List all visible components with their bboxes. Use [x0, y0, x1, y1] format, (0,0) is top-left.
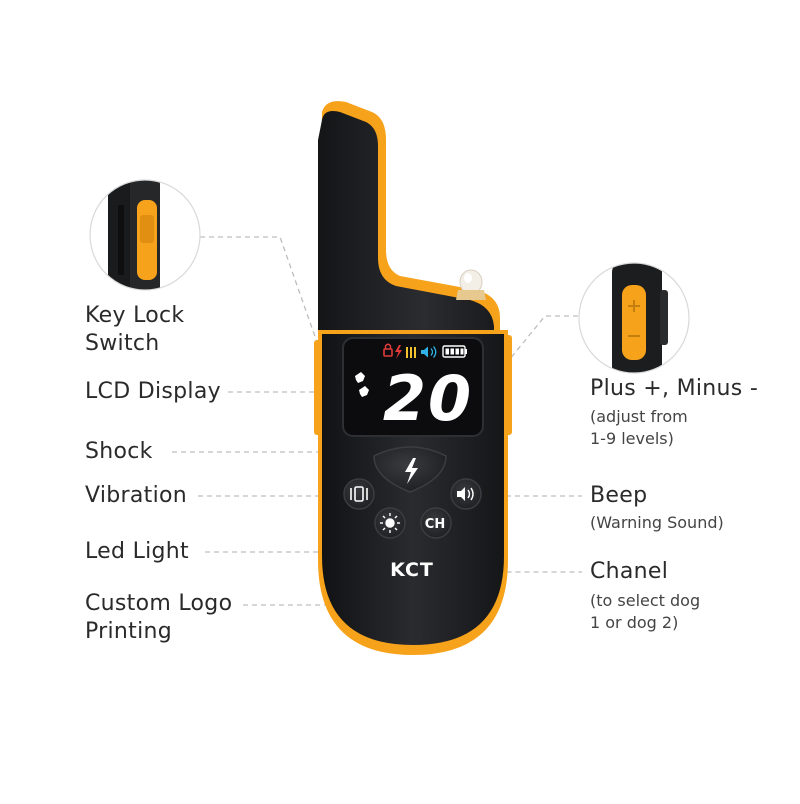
channel-label: Chanel [590, 559, 669, 584]
vibration-button[interactable] [343, 478, 375, 510]
beep-icon [457, 487, 474, 501]
beep-button[interactable] [450, 478, 482, 510]
speaker-icon [421, 346, 437, 358]
bolt-icon [395, 345, 402, 359]
led-light-label: Led Light [85, 539, 189, 564]
battery-icon [442, 345, 467, 358]
lcd-display-label: LCD Display [85, 379, 221, 404]
channel-sub-2: 1 or dog 2) [590, 613, 679, 632]
vibration-label: Vibration [85, 483, 188, 508]
key-lock-label: Key Lock [85, 303, 185, 328]
lock-icon [383, 348, 393, 357]
key-lock-label-line2: Switch [85, 331, 160, 356]
leader-plus-minus [504, 315, 578, 366]
key-lock-zoom-circle [90, 180, 200, 290]
channel-button-label: CH [425, 517, 445, 532]
custom-logo-label: Custom Logo [85, 591, 233, 616]
channel-button[interactable] [420, 507, 452, 539]
plus-minus-sub-2: 1-9 levels) [590, 429, 674, 448]
lcd-display [342, 337, 484, 437]
shock-bolt-icon [405, 458, 418, 484]
custom-logo-label-line2: Printing [85, 619, 173, 644]
beep-label: Beep [590, 483, 648, 508]
light-icon [380, 513, 400, 533]
plus-minus-zoom-circle [579, 263, 689, 373]
brand-logo: KCT [390, 559, 434, 581]
plus-minus-label: Plus +, Minus - [590, 376, 759, 401]
shock-label: Shock [85, 439, 153, 464]
plus-minus-sub-1: (adjust from [590, 407, 688, 426]
antenna [318, 111, 494, 340]
beep-sub-1: (Warning Sound) [590, 513, 724, 532]
dog-icon [355, 372, 369, 397]
vibration-icon [350, 486, 368, 502]
lcd-number: 20 [383, 362, 473, 435]
channel-sub-1: (to select dog [590, 591, 701, 610]
leader-key-lock [200, 236, 319, 346]
vibration-bars-icon [406, 347, 416, 358]
